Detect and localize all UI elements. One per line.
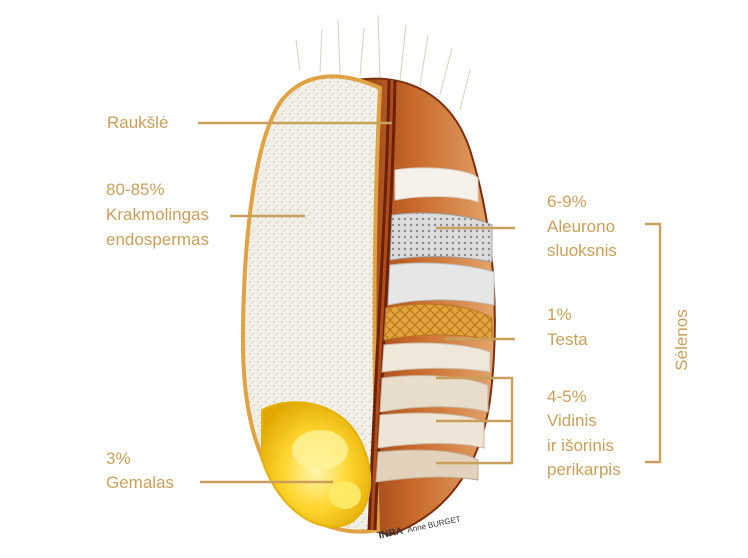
leader-lines: [198, 121, 662, 484]
pericarp-layer: [379, 375, 489, 413]
kernel-layers: [375, 167, 495, 483]
label-aleurone-line2: sluoksnis: [547, 241, 617, 260]
label-crease: Raukšlė: [107, 113, 169, 132]
label-testa-pct: 1%: [547, 305, 572, 324]
label-aleurone-pct: 6-9%: [547, 192, 587, 211]
label-bran: Sėlenos: [672, 309, 691, 371]
label-pericarp-line2: ir išorinis: [547, 436, 615, 455]
label-pericarp-line3: perikarpis: [547, 460, 621, 479]
label-endosperm-line1: Krakmolingas: [106, 205, 209, 224]
leader-pericarp: [436, 376, 514, 465]
kernel-brush-hairs: [295, 14, 471, 111]
label-testa: Testa: [547, 330, 588, 349]
label-germ-pct: 3%: [106, 449, 131, 468]
label-endosperm-line2: endospermas: [106, 230, 210, 249]
label-pericarp-pct: 4-5%: [547, 387, 587, 406]
bran-bracket: [645, 222, 662, 464]
label-germ: Gemalas: [106, 473, 175, 492]
label-aleurone-line1: Aleurono: [547, 217, 616, 236]
label-endosperm-pct: 80-85%: [106, 180, 165, 199]
label-pericarp-line1: Vidinis: [547, 411, 597, 430]
